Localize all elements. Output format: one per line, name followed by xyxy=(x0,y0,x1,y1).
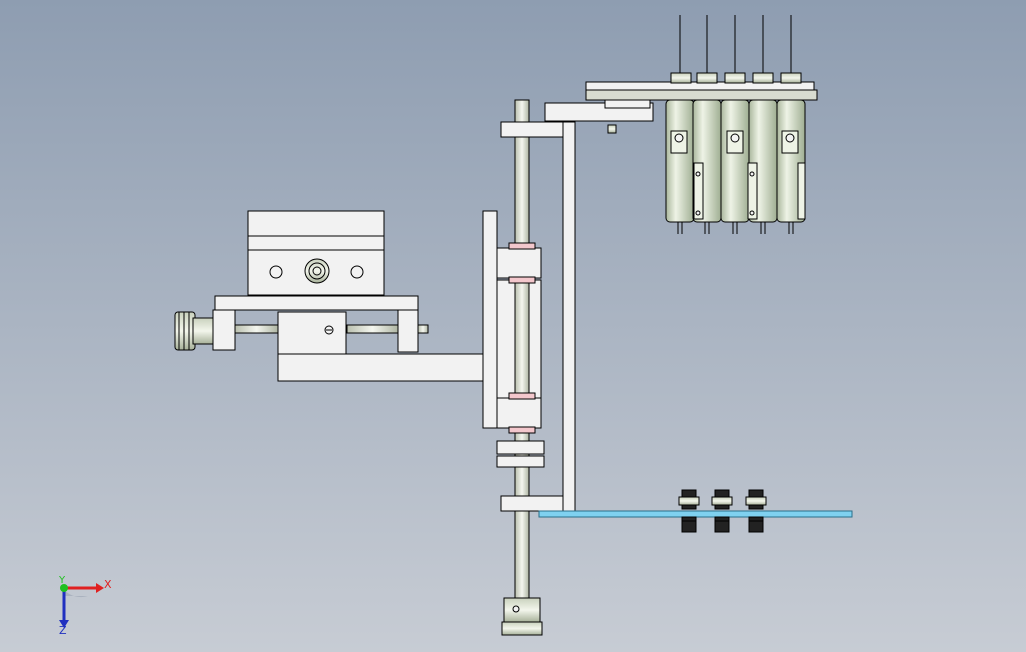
guide-rod-right xyxy=(346,324,399,334)
slide-base-plate xyxy=(214,295,419,311)
mounting-hole-icon xyxy=(269,265,283,279)
z-axis-label: Z xyxy=(59,624,67,637)
column-mount-plate xyxy=(482,210,498,429)
sensor-head-assembly[interactable] xyxy=(585,15,818,234)
vertical-column[interactable] xyxy=(482,99,654,636)
x-axis-label: X xyxy=(104,578,112,591)
fiber-sensor[interactable] xyxy=(747,15,778,234)
side-upright-plate xyxy=(562,121,576,512)
linear-bearing-top xyxy=(496,247,542,279)
vertical-guide-rod xyxy=(514,99,530,624)
slide-carriage xyxy=(277,311,347,355)
screw-icon xyxy=(730,133,740,143)
fiber-sensor-array[interactable] xyxy=(665,15,806,234)
adjust-knob-icon xyxy=(174,311,196,351)
fiber-sensor[interactable] xyxy=(776,15,806,234)
nut-icon xyxy=(607,124,617,134)
fiber-sensor[interactable] xyxy=(692,15,722,234)
slide-end-right xyxy=(397,309,419,353)
lower-bracket xyxy=(500,495,564,512)
clamp-collar-upper xyxy=(496,440,545,455)
guide-rod-left xyxy=(234,324,279,334)
screw-icon xyxy=(785,133,795,143)
y-axis-label: Y xyxy=(58,575,66,586)
transparent-plate xyxy=(538,510,853,518)
fiber-sensor[interactable] xyxy=(720,15,750,234)
linear-bearing-bottom xyxy=(496,397,542,429)
mechanism xyxy=(174,15,853,636)
upper-bracket xyxy=(500,121,564,138)
base-plate-assembly[interactable] xyxy=(538,489,853,533)
mounting-hole-icon xyxy=(350,265,364,279)
horizontal-arm xyxy=(277,353,484,382)
standoff-icon xyxy=(678,489,700,533)
screw-icon xyxy=(674,133,684,143)
standoff-icon xyxy=(711,489,733,533)
fiber-sensor[interactable] xyxy=(665,15,695,234)
y-axis-point-icon xyxy=(60,584,68,592)
standoff-icon xyxy=(745,489,767,533)
slide-end-left xyxy=(212,309,236,351)
coordinate-triad: X Y Z xyxy=(58,575,112,637)
base-foot xyxy=(503,597,541,623)
slide-block-assembly[interactable] xyxy=(174,210,484,382)
